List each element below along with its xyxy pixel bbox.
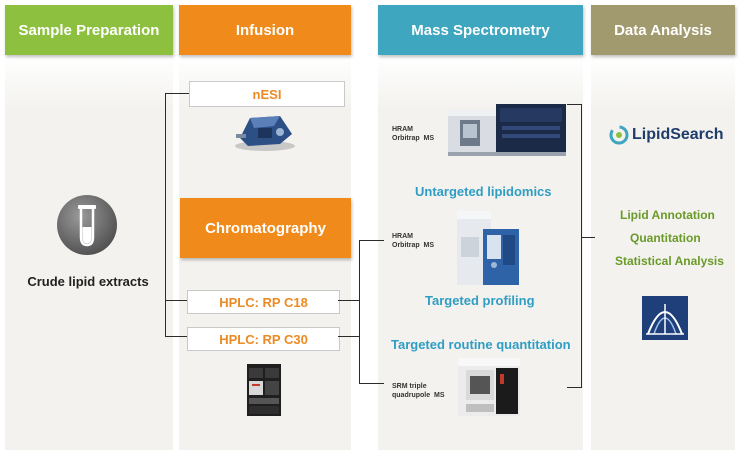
bracket-to-data-analysis: [581, 237, 595, 238]
test-tube-icon: [55, 193, 119, 257]
hplc-instrument-image: [245, 362, 283, 418]
crude-lipid-extracts-label: Crude lipid extracts: [27, 274, 149, 289]
connector-to-nesi: [165, 93, 189, 94]
bracket-bottom: [567, 387, 582, 388]
hplc-c30-box: HPLC: RP C30: [187, 327, 340, 351]
orbitrap-ms-image-2: [453, 207, 523, 287]
triple-quad-ms-image: [456, 354, 522, 418]
connector-to-c18: [165, 300, 187, 301]
statistical-analysis-label: Statistical Analysis: [615, 254, 724, 268]
targeted-profiling-label: Targeted profiling: [425, 293, 535, 308]
orbitrap-ms-image-1: [446, 98, 570, 160]
statistics-software-logo: [642, 296, 688, 340]
triple-quad-ms-label: SRM triple quadrupole MS: [392, 383, 445, 399]
hplc-c18-box: HPLC: RP C18: [187, 290, 340, 314]
connector-to-orbitrap-2: [359, 240, 384, 241]
quantitation-label: Quantitation: [630, 231, 701, 245]
header-infusion: Infusion: [179, 5, 351, 55]
nesi-instrument-image: [230, 108, 300, 152]
bracket-top: [567, 104, 582, 105]
untargeted-lipidomics-label: Untargeted lipidomics: [415, 184, 552, 199]
connector-c30-to-ms: [338, 336, 360, 337]
connector-vertical: [165, 93, 166, 336]
bracket-vertical: [581, 104, 582, 388]
chromatography-box: Chromatography: [180, 198, 351, 258]
lipid-annotation-label: Lipid Annotation: [620, 208, 715, 222]
lipidsearch-logo: LipidSearch: [608, 124, 724, 146]
header-sample-preparation: Sample Preparation: [5, 5, 173, 55]
connector-to-triple-quad: [359, 383, 384, 384]
nesi-box: nESI: [189, 81, 345, 107]
lipidsearch-logo-text: LipidSearch: [632, 126, 724, 143]
targeted-routine-quantitation-label: Targeted routine quantitation: [391, 337, 571, 352]
data-analysis-column: [591, 55, 735, 450]
orbitrap-ms-label-2: HRAM Orbitrap MS: [392, 233, 435, 249]
lipidsearch-logo-icon: [609, 125, 629, 145]
connector-ms-vertical: [359, 240, 360, 383]
connector-to-c30: [165, 336, 187, 337]
orbitrap-ms-label-1: HRAM Orbitrap MS: [392, 126, 435, 142]
header-data-analysis: Data Analysis: [591, 5, 735, 55]
connector-c18-to-ms: [338, 300, 360, 301]
header-mass-spectrometry: Mass Spectrometry: [378, 5, 583, 55]
